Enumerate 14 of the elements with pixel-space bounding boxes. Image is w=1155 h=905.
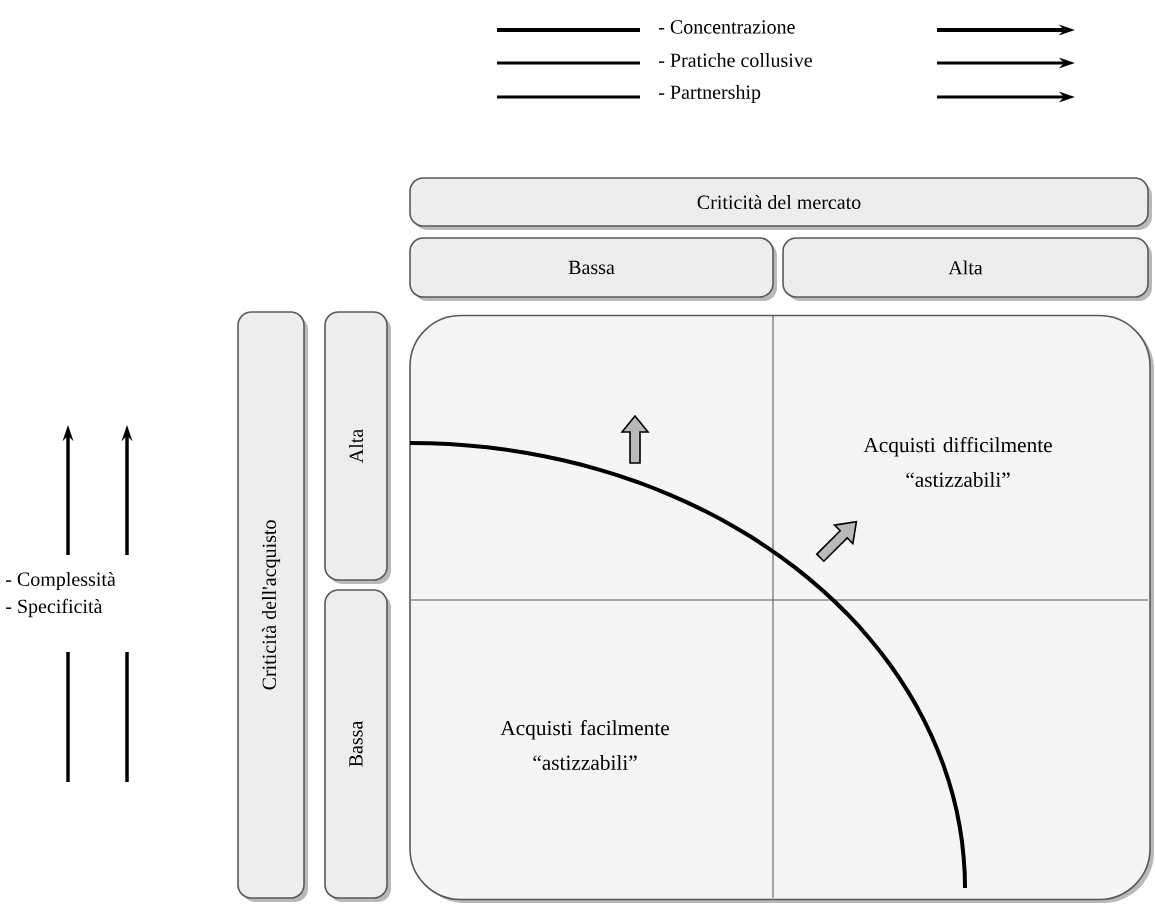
header-box: Criticità del mercato bbox=[409, 177, 1152, 230]
header-box: Alta bbox=[782, 237, 1152, 301]
label: - Specificità bbox=[6, 598, 103, 618]
matrix-box bbox=[409, 314, 1154, 903]
label: - Partnership bbox=[659, 84, 761, 104]
header-box: Alta bbox=[324, 311, 391, 584]
label: - Concentrazione bbox=[659, 20, 795, 34]
header-box: Criticità dell'acquisto bbox=[237, 311, 308, 902]
quadrant-text: Acquisti difficilmente “astizzabili” bbox=[863, 437, 1052, 487]
header-box: Bassa bbox=[409, 237, 777, 301]
header-box: Bassa bbox=[324, 589, 391, 902]
quadrant-text: Acquisti facilmente “astizzabili” bbox=[500, 720, 669, 770]
label: - Pratiche collusive bbox=[659, 52, 812, 67]
label: - Complessità bbox=[6, 571, 116, 591]
